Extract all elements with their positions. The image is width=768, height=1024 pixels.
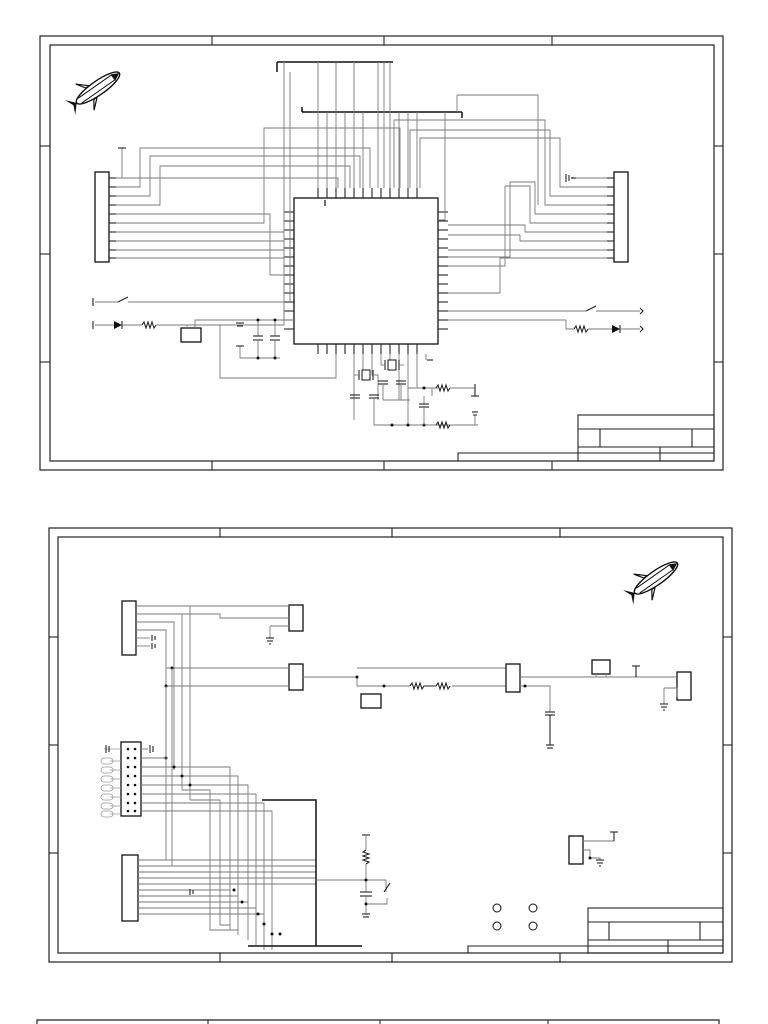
right-header-pins: [607, 177, 614, 259]
sheet-2-zone-ticks: [49, 528, 732, 962]
connector-3pin-c: [505, 663, 521, 693]
dual-row-right-wires: [141, 748, 273, 950]
connector-3pin-e: [568, 835, 584, 865]
gnd-e-icon: [596, 859, 604, 867]
connector-3pin-e-wires: [583, 840, 614, 860]
sheet-2-inner-frame: [57, 536, 724, 954]
jumper-left-wires: [186, 311, 285, 328]
sheet-2-title-block: [467, 907, 724, 954]
connector-bottom-left-wires: [138, 668, 316, 915]
gnd-bottom-left-icon: [189, 889, 194, 895]
series-resistors: [409, 681, 451, 691]
sheet-1-title-block: [457, 414, 715, 462]
sheet-1: [39, 35, 724, 471]
left-header-connector: [94, 171, 110, 263]
cap-c-icon: [545, 711, 555, 749]
reset-switch-column: [316, 834, 391, 918]
crystal-oscillator-section: [350, 354, 478, 427]
gnd-dual-row-icon: [105, 745, 154, 753]
led-right: [448, 319, 644, 334]
connector-3pin-d-wires: [640, 676, 678, 704]
rocket-logo-icon: [64, 71, 121, 115]
gnd-a-icon: [266, 637, 274, 645]
reset-network: [408, 354, 479, 430]
top-bus-lines: [276, 61, 463, 118]
main-ic-pins: [284, 188, 448, 354]
vcc-e-icon: [610, 831, 618, 841]
bottom-left-loop-wire: [219, 325, 337, 379]
connector-3pin-d: [676, 671, 692, 701]
left-header-wires: [116, 127, 401, 276]
left-header-pins: [109, 177, 116, 259]
sheet-3-zone-ticks: [207, 1020, 549, 1024]
main-microcontroller-ic: [293, 197, 439, 345]
right-header-connector: [613, 171, 629, 263]
bus-vertical-stubs: [182, 789, 238, 931]
sheet-1-inner-frame: [49, 44, 715, 462]
connector-3pin-a: [288, 604, 304, 632]
dual-row-header-pins: [126, 747, 137, 813]
sheet-1-outer-frame: [39, 35, 724, 471]
regulator-small: [591, 659, 611, 675]
right-header-wires: [393, 119, 607, 294]
gnd-top-left-icon: [151, 635, 156, 649]
gnd-d-icon: [660, 703, 668, 711]
small-jumper-left: [180, 327, 202, 343]
sheet-1-zone-ticks: [40, 36, 723, 470]
decoupling-capacitors-left: [236, 318, 294, 360]
sheet-3-outer-frame: [36, 1019, 720, 1024]
small-jumper-mid: [360, 693, 382, 709]
switch-right: [448, 305, 644, 315]
connector-top-left: [121, 600, 137, 656]
connector-3pin-c-wires: [520, 676, 640, 712]
switch-left: [92, 296, 284, 306]
connector-3pin-b-wires: [166, 667, 506, 687]
ground-symbol-right-top-icon: [565, 174, 576, 182]
dual-row-header: [120, 741, 142, 817]
connector-3pin-b: [288, 663, 304, 691]
led-left: [92, 320, 190, 330]
mounting-holes: [492, 903, 538, 931]
vcc-symbol-c-icon: [632, 665, 640, 677]
connector-top-left-wires: [136, 605, 191, 800]
bus-line-bottom: [262, 799, 317, 946]
rocket-logo-2-icon: [622, 561, 679, 605]
sheet-3: [36, 1019, 720, 1024]
connector-bottom-left: [121, 854, 139, 922]
sheet-2: [48, 527, 733, 963]
connector-3pin-a-wires: [136, 605, 289, 638]
dual-row-left-stubs: [100, 748, 121, 818]
